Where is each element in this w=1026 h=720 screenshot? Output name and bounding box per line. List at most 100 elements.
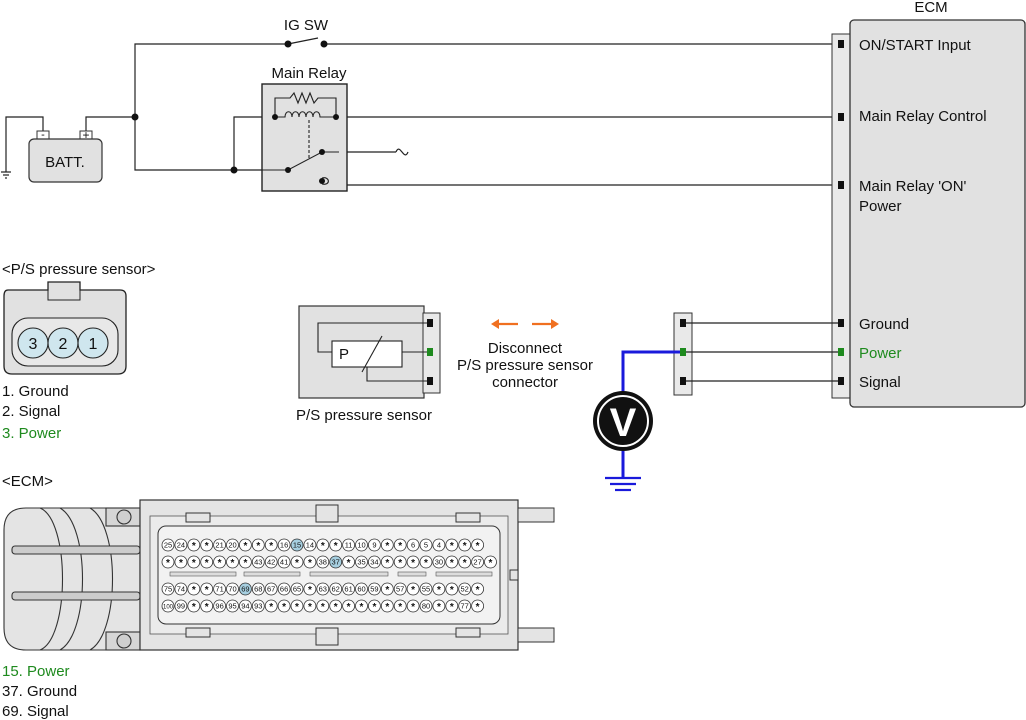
ecm-pin (393, 555, 407, 569)
ecm-pin (251, 599, 265, 613)
ecm-pin-label: * (269, 541, 273, 552)
ecm-pin (187, 538, 201, 552)
ecm-pin (432, 582, 446, 596)
ecm-pin (161, 599, 175, 613)
ecm-signal: Signal (859, 374, 901, 391)
ecm-pin (303, 538, 317, 552)
ecm-pin-label: * (411, 585, 415, 596)
ecm-pin (380, 538, 394, 552)
ecm-pin-label: 52 (461, 585, 469, 594)
ecm-pin (226, 582, 239, 596)
ecm-pin (342, 555, 356, 569)
ecm-pin (264, 555, 278, 569)
ecm-pin-label: * (243, 558, 247, 569)
ecm-pin (393, 599, 407, 613)
ecm-pin-label: 5 (424, 541, 428, 550)
ecm-pin (406, 599, 420, 613)
ecm-pin-label: * (321, 541, 325, 552)
ecm-pin (161, 538, 175, 552)
ecm-pin-label: 60 (357, 585, 365, 594)
ecm-pin-label: 68 (254, 585, 262, 594)
ecm-pin (367, 582, 381, 596)
ecm-pin-label: 38 (319, 558, 327, 567)
ecm-pin (161, 582, 175, 596)
ecm-pin-label: 55 (422, 585, 430, 594)
ecm-pin (458, 538, 472, 552)
ecm-pin-label: * (295, 602, 299, 613)
ecm-pin (290, 538, 304, 552)
harness-connector (673, 312, 838, 396)
ecm-pin (303, 582, 317, 596)
ecm-pin-label: * (385, 602, 389, 613)
ecm-pin-label: * (476, 602, 480, 613)
ecm-pin (303, 599, 317, 613)
ecm-pin (161, 555, 175, 569)
ecm-pin (290, 582, 304, 596)
ecm-pin (303, 555, 317, 569)
ps-connector-title: <P/S pressure sensor> (2, 261, 156, 278)
ecm-pin (187, 599, 201, 613)
ecm-pin (419, 538, 433, 552)
ecm-pin-label: * (192, 602, 196, 613)
ecm-pin (290, 599, 304, 613)
ecm-pin-label: * (243, 541, 247, 552)
ecm-connector: <ECM> (2, 473, 555, 720)
ecm-pin (264, 599, 278, 613)
ecm-pin-label: 100 (163, 605, 174, 611)
ecm-pin (471, 582, 485, 596)
ecm-pin (187, 555, 201, 569)
ecm-pin-label: * (347, 602, 351, 613)
ecm-pin (174, 555, 188, 569)
ecm-pin (226, 599, 239, 613)
ecm-pin (380, 599, 394, 613)
ecm-pin-label: * (308, 602, 312, 613)
ecm-pin-label: 10 (357, 541, 365, 550)
ecm-pin-label: 20 (228, 541, 236, 550)
voltmeter-symbol: V (610, 401, 637, 445)
ecm-pin-label: * (385, 558, 389, 569)
ecm-pin (432, 599, 446, 613)
ecm-pin (251, 538, 265, 552)
main-relay-label: Main Relay (271, 65, 347, 82)
ecm-pin-label: * (398, 558, 402, 569)
ecm-pin-label: 30 (435, 558, 443, 567)
power-wiring (1, 37, 838, 186)
ecm-pin (238, 599, 252, 613)
ecm-pin (277, 555, 291, 569)
ecm-title: ECM (914, 0, 947, 16)
ecm-pin (238, 582, 252, 596)
ecm-legend-signal: 69. Signal (2, 703, 69, 720)
ecm-pin (406, 538, 420, 552)
ecm-pin (329, 599, 343, 613)
ecm-pin-label: * (463, 558, 467, 569)
ecm-pin-label: * (411, 602, 415, 613)
ecm-pin (329, 582, 343, 596)
ecm-pin (419, 582, 433, 596)
ecm-pin-label: 63 (319, 585, 327, 594)
ecm-pin-label: * (321, 602, 325, 613)
ecm-pin (380, 555, 394, 569)
ecm-pin (251, 582, 265, 596)
ecm-pin (367, 538, 381, 552)
ecm-pin-label: * (398, 541, 402, 552)
ecm-pin (342, 582, 356, 596)
ecm-pin-label: 4 (437, 541, 441, 550)
ecm-pin (277, 599, 291, 613)
ecm-pin-label: 94 (241, 602, 249, 611)
ecm-pin-label: 21 (215, 541, 223, 550)
disconnect-line-2: P/S pressure sensor (457, 357, 593, 374)
ecm-pin (355, 599, 368, 613)
ecm-pin (200, 599, 214, 613)
ecm-pin-label: * (205, 541, 209, 552)
ecm-pin-label: 24 (177, 541, 185, 550)
disconnect-line-3: connector (492, 374, 558, 391)
ecm-connector-title: <ECM> (2, 473, 53, 490)
voltmeter: V (593, 350, 680, 492)
ecm-main-relay-control: Main Relay Control (859, 108, 987, 125)
ecm-pin (200, 582, 214, 596)
ecm-pin (471, 599, 485, 613)
ecm-pin (264, 582, 278, 596)
ecm-pin (342, 599, 356, 613)
